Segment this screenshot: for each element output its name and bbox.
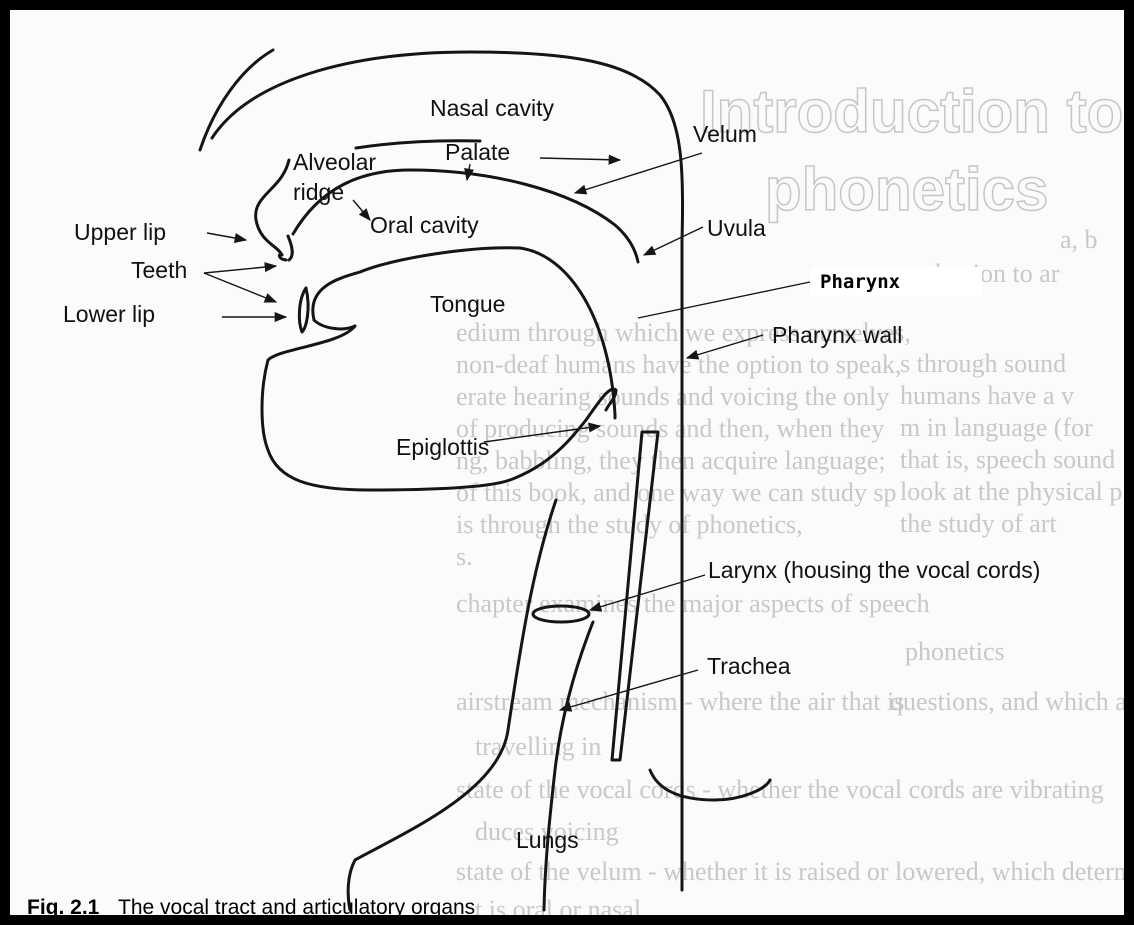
pharynx-pointer-line — [638, 282, 810, 318]
background-line: of producing sounds and then, when they — [456, 414, 884, 443]
alveolar-ridge-label-line-2: ridge — [293, 179, 344, 205]
lungs-label: Lungs — [516, 827, 579, 853]
background-line: travelling in — [475, 732, 601, 761]
background-right-column: a, b oduction to ar s through sound huma… — [890, 225, 1127, 716]
background-line: is through the study of phonetics, — [456, 510, 803, 539]
background-line: erate hearing sounds and voicing the onl… — [456, 382, 889, 411]
caption-text: The vocal tract and articulatory organs — [118, 896, 475, 919]
background-line: airstream mechanism - where the air that… — [456, 687, 904, 716]
palate-pointer — [540, 158, 620, 160]
vocal-tract-figure: Introduction to articulatory phonetics e… — [10, 10, 1134, 925]
background-line: state of the velum - whether it is raise… — [456, 857, 1134, 886]
upper-lip-label: Upper lip — [74, 219, 166, 245]
background-heading-line-1: Introduction to articulatory — [700, 78, 1134, 145]
background-line: m in language (for — [900, 413, 1093, 442]
background-page-text: Introduction to articulatory phonetics e… — [456, 78, 1134, 924]
background-line: s. — [456, 542, 473, 571]
background-line: look at the physical p — [900, 477, 1122, 506]
trachea-label: Trachea — [707, 653, 791, 679]
caption-figure-number: Fig. 2.1 — [27, 896, 100, 919]
oral-cavity-label: Oral cavity — [370, 212, 479, 238]
upper-teeth — [288, 236, 292, 260]
nasal-upper-lip-outline — [256, 160, 289, 260]
background-line: humans have a v — [900, 381, 1074, 410]
alveolar-ridge-label-line-1: Alveolar — [293, 149, 376, 175]
nasal-cavity-label: Nasal cavity — [430, 95, 554, 121]
skull-outline — [200, 50, 273, 150]
larynx-label: Larynx (housing the vocal cords) — [708, 557, 1040, 583]
tongue-label: Tongue — [430, 291, 505, 317]
uvula-label: Uvula — [707, 215, 766, 241]
teeth-arrow-upper — [204, 266, 276, 273]
pharynx-label: Pharynx — [820, 271, 900, 293]
upper-lip-arrow — [207, 233, 246, 240]
background-line: questions, and which a — [890, 687, 1127, 716]
teeth-arrow-lower — [204, 273, 276, 302]
background-line: phonetics — [905, 637, 1005, 666]
velum-label: Velum — [693, 121, 757, 147]
figure-caption: Fig. 2.1 The vocal tract and articulator… — [27, 896, 475, 919]
background-line: a, b — [1060, 225, 1098, 254]
epiglottis-label: Epiglottis — [396, 434, 489, 460]
palate-label: Palate — [445, 139, 510, 165]
background-line: non-deaf humans have the option to speak… — [456, 350, 902, 379]
background-line: t is oral or nasal — [475, 895, 641, 924]
background-line: that is, speech sound — [900, 445, 1115, 474]
background-heading-line-2: phonetics — [765, 156, 1048, 223]
background-line: ng, babbling, they then acquire language… — [456, 446, 886, 475]
pharynx-wall-label: Pharynx wall — [772, 322, 902, 348]
background-line: of this book, and one way we can study s… — [456, 478, 896, 507]
alveolar-ridge-arrow — [353, 200, 370, 220]
background-line: the study of art — [900, 509, 1057, 538]
teeth-label: Teeth — [131, 257, 187, 283]
lower-lip-outline — [299, 288, 308, 332]
uvula-arrow — [644, 227, 703, 255]
tongue-underside — [314, 320, 355, 329]
background-line: s through sound — [900, 349, 1066, 378]
lower-lip-label: Lower lip — [63, 301, 155, 327]
